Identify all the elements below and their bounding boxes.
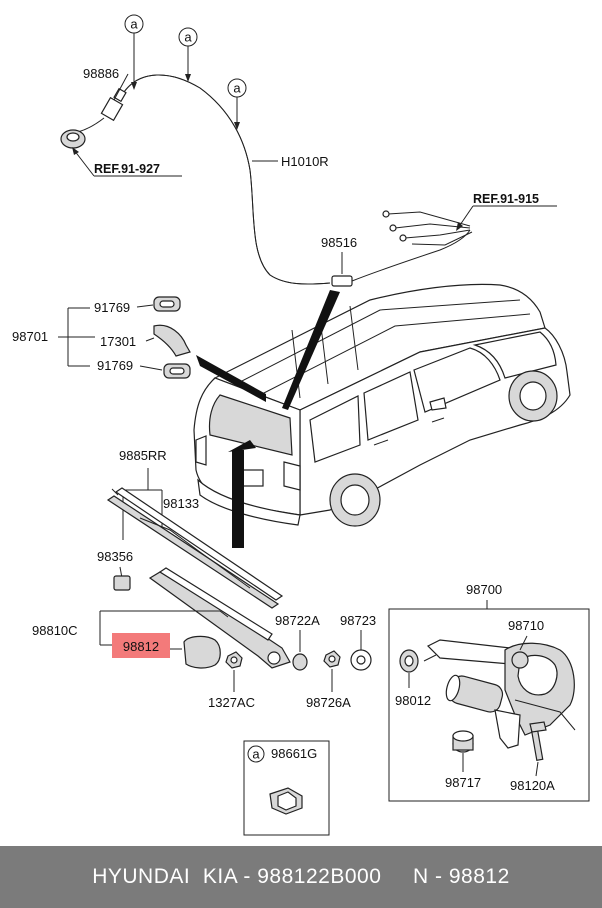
label-91769-b: 91769 (97, 358, 133, 373)
pointer-arrow-grommet (196, 355, 266, 402)
label-98726a: 98726A (306, 695, 351, 710)
pointer-arrow-hose (282, 290, 340, 410)
cap-98722a (292, 653, 308, 671)
motor-assembly-box (388, 608, 590, 802)
callout-a-1: a (124, 14, 144, 90)
inset-98661g: a 98661G (243, 740, 330, 836)
label-98710: 98710 (508, 618, 544, 633)
label-98133: 98133 (163, 496, 199, 511)
pointer-arrow-motor (232, 450, 244, 548)
label-98886: 98886 (83, 66, 119, 81)
grommet-group: 98701 91769 17301 91769 (12, 296, 191, 379)
callout-a-3: a (227, 78, 247, 130)
label-98701: 98701 (12, 329, 48, 344)
footer-text: HYUNDAI KIA - 988122B000 N - 98812 (92, 865, 510, 888)
label-98516: 98516 (321, 235, 357, 250)
label-9885rr: 9885RR (119, 448, 167, 463)
highlight-98812[interactable] (112, 633, 170, 658)
svg-text:a: a (184, 30, 192, 45)
label-98700: 98700 (466, 582, 502, 597)
ref-91-927: REF.91-927 (94, 162, 160, 176)
wiper-blade-assembly: 9885RR 98133 98356 (97, 448, 291, 669)
wiper-motor (399, 639, 576, 761)
svg-text:a: a (233, 81, 241, 96)
washer-hose-assembly (60, 74, 473, 287)
label-98722a: 98722A (275, 613, 320, 628)
parts-diagram: a a a 98886 H1010R REF.91-927 REF.91-915… (12, 14, 590, 836)
label-98661g: 98661G (271, 746, 317, 761)
label-17301: 17301 (100, 334, 136, 349)
vehicle-illustration (193, 283, 571, 527)
label-98356: 98356 (97, 549, 133, 564)
label-h1010r: H1010R (281, 154, 329, 169)
wiper-cap (183, 635, 221, 669)
label-1327ac: 1327AC (208, 695, 255, 710)
nut-1327ac (225, 651, 243, 669)
svg-text:a: a (252, 747, 260, 762)
label-98810c: 98810C (32, 623, 78, 638)
label-98717: 98717 (445, 775, 481, 790)
label-98120a: 98120A (510, 778, 555, 793)
callout-a-2: a (178, 27, 198, 82)
part-number-footer: HYUNDAI KIA - 988122B000 N - 98812 (0, 846, 602, 908)
ref-91-915: REF.91-915 (473, 192, 539, 206)
pointer-arrow-motor-head (228, 440, 256, 452)
svg-text:a: a (130, 17, 138, 32)
label-98012: 98012 (395, 693, 431, 708)
label-91769-a: 91769 (94, 300, 130, 315)
label-98723: 98723 (340, 613, 376, 628)
label-98812: 98812 (123, 639, 159, 654)
